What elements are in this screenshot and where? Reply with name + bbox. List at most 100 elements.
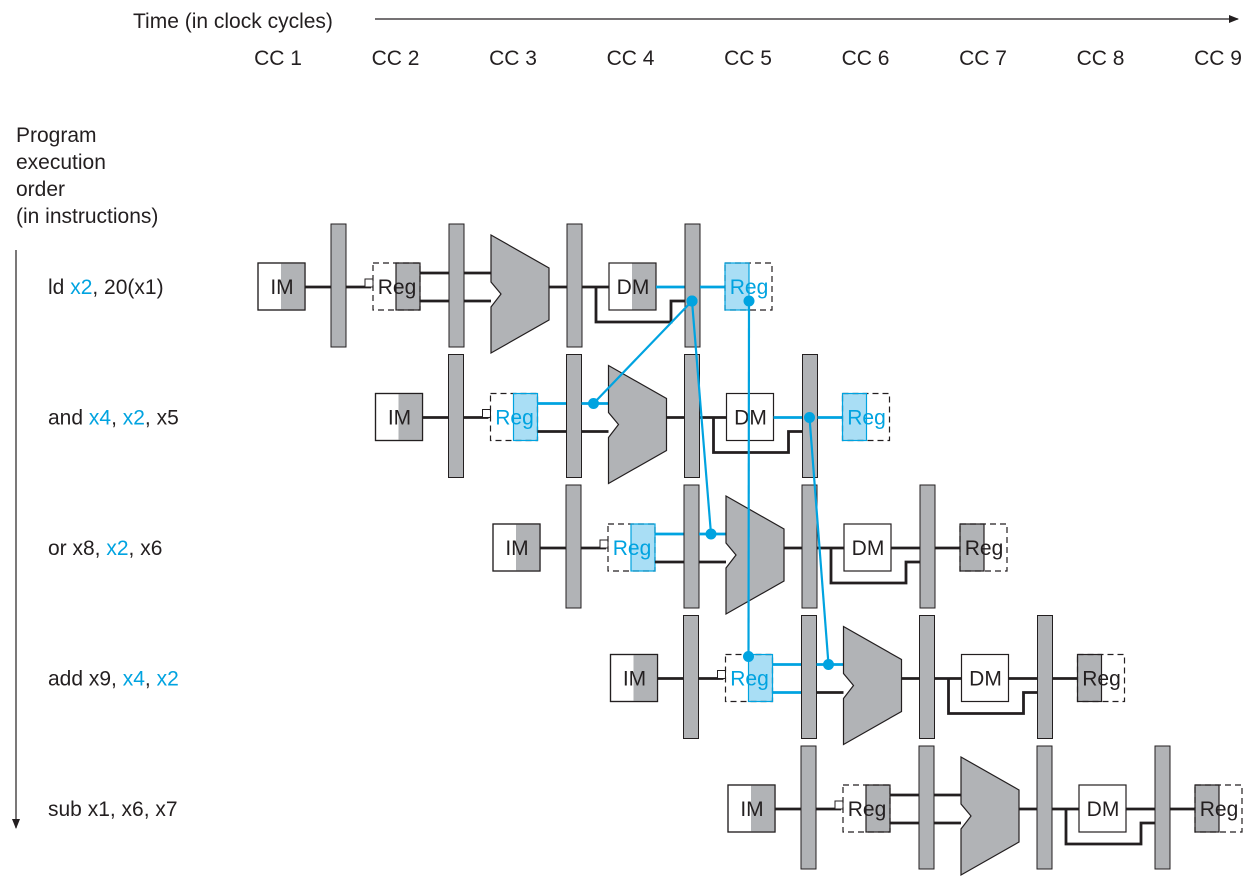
pipeline-register	[683, 615, 699, 739]
clock-cycle-label: CC 7	[959, 47, 1007, 70]
im-label: IM	[740, 798, 763, 821]
pipeline-register	[330, 223, 347, 348]
instruction-memory: IM	[492, 523, 541, 572]
instruction-text: , 20(x1)	[92, 276, 163, 299]
reg-read-shade	[748, 654, 773, 702]
forwarding-dest-dot	[588, 398, 599, 409]
reg-write-label: Reg	[847, 407, 886, 430]
im-shade	[633, 654, 658, 702]
reg-write-border	[959, 523, 985, 572]
reg-write-label: Reg	[965, 537, 1004, 560]
register-file-read: Reg	[489, 392, 539, 442]
alu	[490, 233, 550, 355]
im-label: IM	[505, 537, 528, 560]
reg-write-label: Reg	[1082, 668, 1121, 691]
dm-box	[726, 393, 774, 441]
forwarding-dest-dot	[743, 651, 754, 662]
program-order-label-line: (in instructions)	[16, 205, 158, 228]
instruction-label: add x9, x4, x2	[48, 668, 179, 691]
highlighted-register: x2	[70, 276, 92, 299]
reg-read-shade	[866, 785, 890, 832]
clock-cycle-label: CC 2	[372, 47, 420, 70]
instruction-memory: IM	[257, 262, 306, 311]
reg-read-shade	[396, 263, 420, 310]
dm-bypass-wire	[1064, 809, 1155, 846]
im-label: IM	[388, 407, 411, 430]
clock-cycle-label: CC 8	[1077, 47, 1125, 70]
reg-read-shade	[513, 393, 538, 441]
highlighted-register: x2	[123, 407, 145, 430]
instruction-text: ld	[48, 276, 70, 299]
pipeline-register	[684, 223, 701, 348]
register-file-read: Reg	[372, 262, 421, 311]
pipeline-register	[683, 484, 700, 609]
pipeline-register	[918, 745, 935, 870]
reg-write-border	[1194, 784, 1220, 833]
pipeline-register	[448, 223, 465, 348]
program-order-label-line: execution	[16, 151, 106, 174]
reg-write-shade	[842, 393, 867, 441]
forwarding-path	[592, 300, 693, 405]
instruction-memory: IM	[609, 653, 659, 703]
instruction-label: ld x2, 20(x1)	[48, 276, 164, 299]
forwarding-paths	[588, 295, 834, 670]
data-memory: DM	[1078, 784, 1127, 833]
reg-write-border	[841, 392, 868, 442]
instruction-pipeline: IM Reg DM Reg	[492, 484, 1008, 616]
im-shade	[751, 785, 775, 832]
clock-cycle-label: CC 3	[489, 47, 537, 70]
reg-read-border	[395, 262, 421, 311]
data-memory: DM	[725, 392, 775, 442]
pipeline-register	[565, 484, 582, 609]
instruction-text: or x8,	[48, 537, 106, 560]
pipeline-register	[919, 484, 936, 609]
clock-cycle-label: CC 6	[842, 47, 890, 70]
write-port-marker	[834, 800, 844, 810]
reg-write-shade	[1077, 654, 1102, 702]
instruction-pipeline: IM Reg DM Reg	[257, 223, 773, 355]
clock-cycle-label: CC 9	[1194, 47, 1242, 70]
register-file-write: Reg	[959, 523, 1008, 572]
reg-read-highlight-border	[747, 653, 774, 703]
dm-label: DM	[852, 537, 885, 560]
write-port-marker	[717, 670, 726, 679]
highlighted-register: x2	[157, 668, 179, 691]
pipeline-register	[566, 354, 582, 478]
pipeline-register	[566, 223, 583, 348]
pipeline-register	[919, 615, 935, 739]
dm-label: DM	[617, 276, 650, 299]
clock-cycle-label: CC 5	[724, 47, 772, 70]
reg-read-shade	[631, 524, 655, 571]
pipeline-register	[801, 484, 818, 609]
instruction-memory: IM	[727, 784, 776, 833]
write-port-marker	[482, 409, 491, 418]
reg-read-highlight-border	[512, 392, 539, 442]
dm-bypass-wire	[829, 548, 920, 585]
alu	[842, 625, 903, 746]
instruction-text: , x5	[145, 407, 179, 430]
dm-box	[961, 654, 1009, 702]
reg-write-label: Reg	[730, 276, 769, 299]
instruction-text: sub x1, x6, x7	[48, 798, 178, 821]
program-order-label-line: order	[16, 178, 65, 201]
highlighted-register: x2	[106, 537, 128, 560]
register-file-read: Reg	[724, 653, 774, 703]
forwarding-dest-dot	[823, 659, 834, 670]
forwarding-dest-dot	[705, 528, 717, 540]
data-memory: DM	[960, 653, 1010, 703]
instruction-text: ,	[111, 407, 123, 430]
reg-read-label: Reg	[378, 276, 417, 299]
register-file-write: Reg	[1194, 784, 1243, 833]
forwarding-path	[808, 417, 830, 665]
instruction-label: or x8, x2, x6	[48, 537, 162, 560]
forwarding-source-dot	[686, 295, 698, 307]
instruction-text: ,	[145, 668, 157, 691]
reg-write-shade	[960, 524, 984, 571]
pipeline-register	[1037, 615, 1053, 739]
instruction-text: , x6	[129, 537, 163, 560]
reg-read-label: Reg	[613, 537, 652, 560]
dm-box	[844, 524, 891, 571]
